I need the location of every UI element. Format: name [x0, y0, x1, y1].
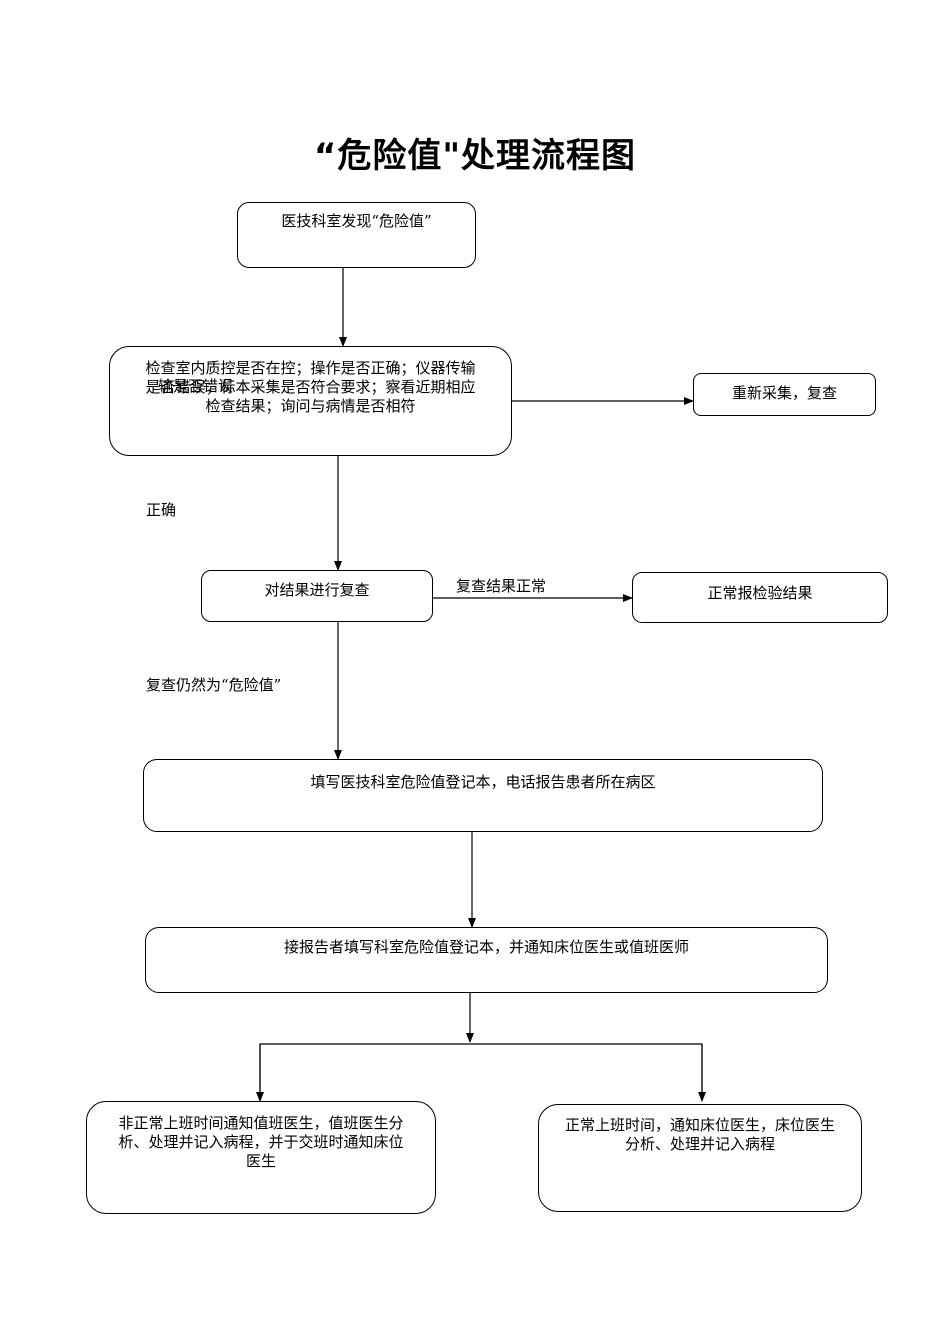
edge-label-correct: 正确 — [146, 501, 177, 519]
node-normal-report: 正常报检验结果 — [632, 572, 888, 623]
node-check: 检查室内质控是否在控；操作是否正确；仪器传输是否错误；标本采集是否符合要求；察看… — [109, 346, 512, 456]
node-receiver: 接报告者填写科室危险值登记本，并通知床位医生或值班医师 — [145, 927, 828, 993]
node-recollect: 重新采集，复查 — [693, 373, 876, 416]
node-workhours: 正常上班时间，通知床位医生，床位医生分析、处理并记入病程 — [538, 1104, 862, 1212]
node-offhours: 非正常上班时间通知值班医生，值班医生分析、处理并记入病程，并于交班时通知床位医生 — [86, 1101, 436, 1214]
node-start: 医技科室发现“危险值” — [237, 202, 476, 268]
node-register: 填写医技科室危险值登记本，电话报告患者所在病区 — [143, 759, 823, 832]
edge-label-still-critical: 复查仍然为“危险值” — [146, 676, 282, 694]
edge-label-recheck-normal: 复查结果正常 — [456, 577, 547, 595]
node-check-overlap-text: 输是否错误 — [158, 377, 234, 395]
node-recheck: 对结果进行复查 — [201, 570, 433, 622]
split-branch-line — [259, 1043, 703, 1101]
page-title: “危险值"处理流程图 — [313, 136, 637, 176]
